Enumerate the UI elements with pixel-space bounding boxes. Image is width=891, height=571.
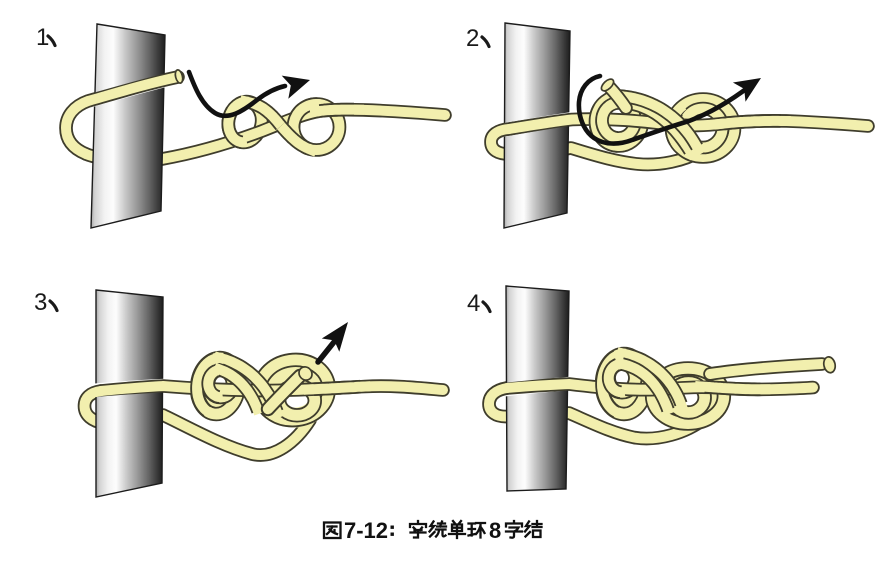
svg-text:1: 1 (36, 24, 49, 51)
svg-text:7-12: 7-12 (344, 518, 388, 543)
svg-text:4: 4 (467, 290, 480, 317)
svg-text:2: 2 (466, 25, 479, 52)
svg-text:3: 3 (34, 289, 47, 316)
svg-text:8: 8 (489, 518, 501, 543)
